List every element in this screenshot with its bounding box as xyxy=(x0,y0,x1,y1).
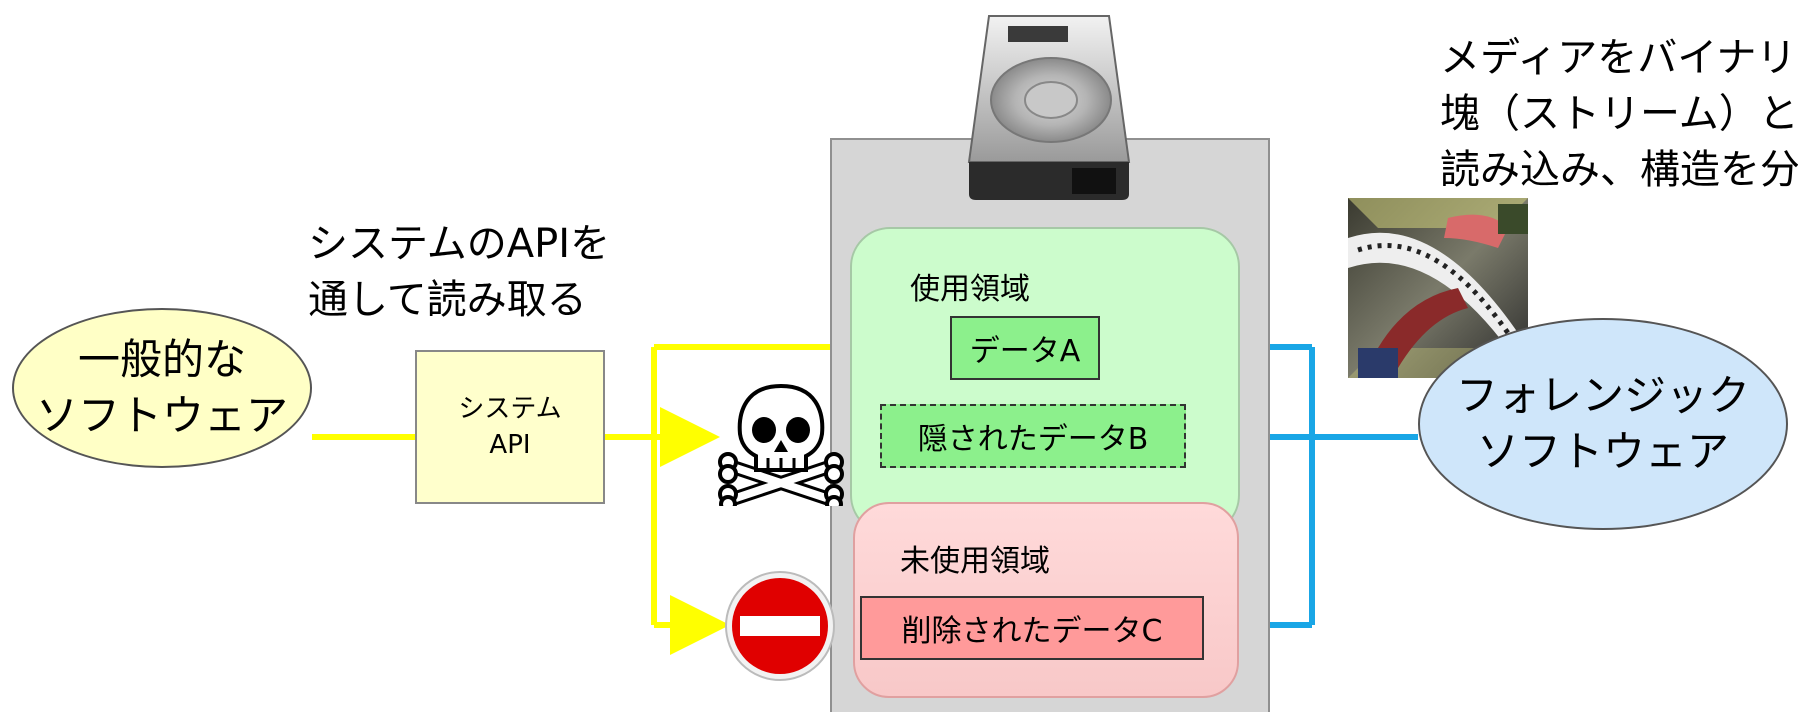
general-software-node: 一般的な ソフトウェア xyxy=(12,308,312,468)
forensic-read-caption-line-3: 読み込み、構造を分解 xyxy=(1440,147,1798,193)
forensic-read-caption-line-1: メディアをバイナリの xyxy=(1440,35,1798,81)
system-api-node: システム API xyxy=(415,350,605,504)
used-area xyxy=(850,227,1240,535)
forensic-software-line-1: フォレンジック xyxy=(1455,371,1750,420)
data-a: データA xyxy=(950,316,1100,380)
unused-area-label: 未使用領域 xyxy=(900,544,1050,579)
api-read-caption: システムのAPIを 通して読み取る xyxy=(308,216,610,328)
system-api-line-2: API xyxy=(489,430,531,460)
skull-crossbones-icon xyxy=(718,383,844,506)
general-software-line-2: ソフトウェア xyxy=(35,391,288,440)
forensic-read-caption-line-2: 塊（ストリーム）として xyxy=(1440,91,1798,137)
no-entry-icon xyxy=(725,571,835,681)
forensic-software-node: フォレンジック ソフトウェア xyxy=(1418,318,1788,530)
used-area-label: 使用領域 xyxy=(910,272,1030,307)
forensic-read-caption: メディアをバイナリの 塊（ストリーム）として 読み込み、構造を分解 xyxy=(1440,30,1798,198)
system-api-line-1: システム xyxy=(458,394,562,424)
data-b-hidden: 隠されたデータB xyxy=(880,404,1186,468)
general-software-line-1: 一般的な xyxy=(77,335,246,384)
api-read-caption-line-1: システムのAPIを xyxy=(308,221,611,267)
hard-drive-icon xyxy=(967,15,1131,200)
forensic-software-line-2: ソフトウェア xyxy=(1476,427,1729,476)
api-read-caption-line-2: 通して読み取る xyxy=(308,277,587,323)
data-c-deleted: 削除されたデータC xyxy=(860,596,1204,660)
